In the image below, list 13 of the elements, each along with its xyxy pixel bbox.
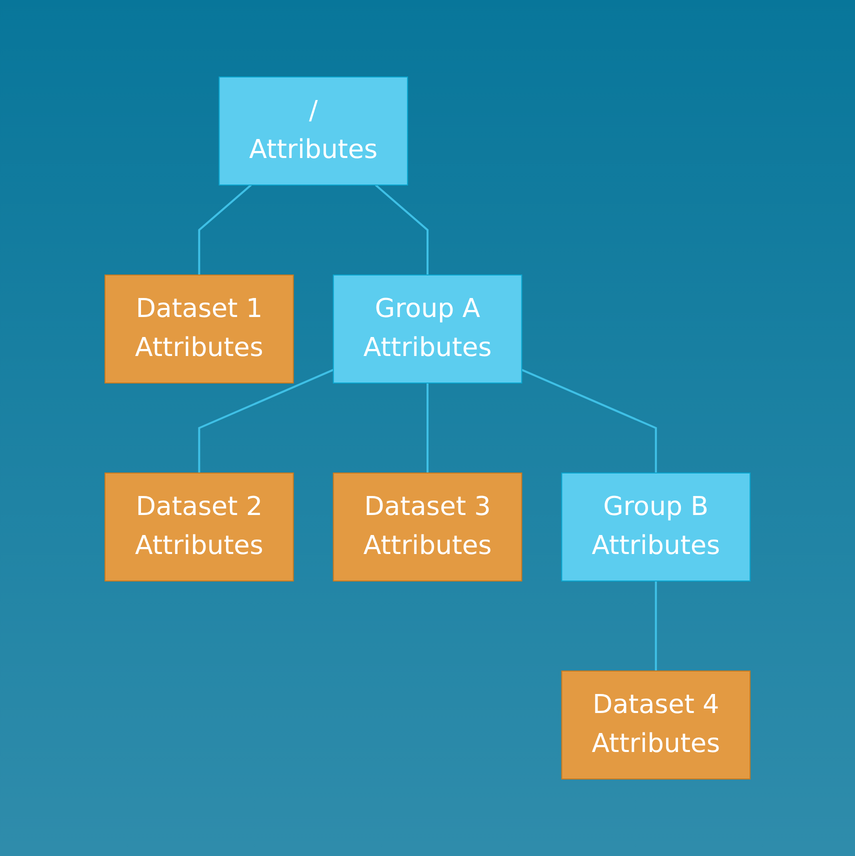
connector: [198, 184, 252, 275]
node-box: Dataset 3 Attributes: [332, 472, 522, 582]
connector: [426, 383, 428, 473]
connector: [654, 581, 657, 671]
node-box: / Attributes: [218, 76, 408, 186]
node-box: Dataset 2 Attributes: [104, 472, 294, 582]
connector: [198, 368, 334, 473]
node-box: Group A Attributes: [332, 274, 522, 384]
connector: [374, 184, 428, 275]
node-box: Group B Attributes: [561, 472, 751, 582]
node-box: Dataset 1 Attributes: [104, 274, 294, 384]
node-box: Dataset 4 Attributes: [561, 670, 751, 780]
connector: [521, 368, 657, 473]
